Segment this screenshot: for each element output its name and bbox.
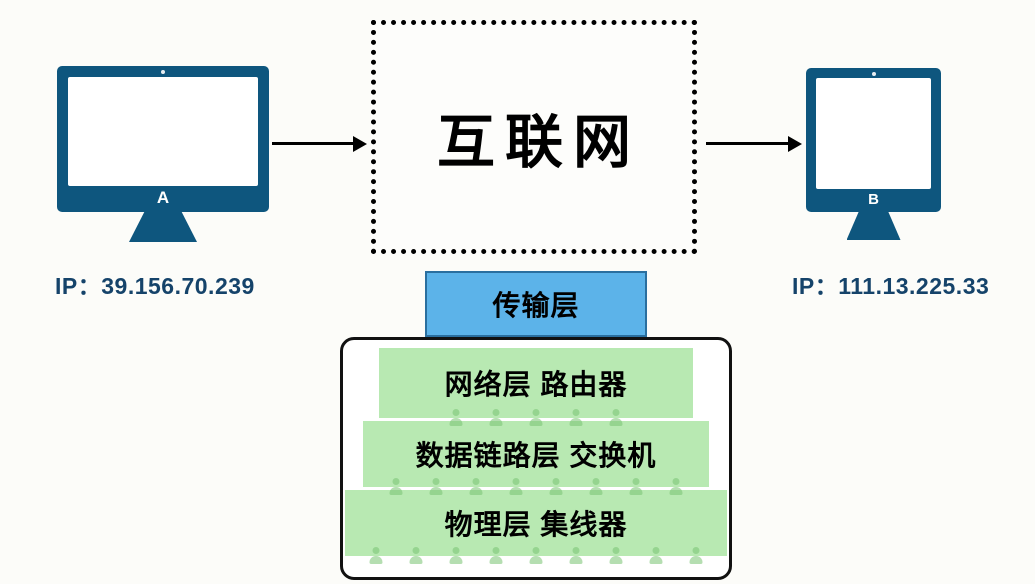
computer-a-label: A: [156, 188, 170, 207]
person-icon: [609, 547, 623, 564]
monitor-b-bezel: B: [806, 68, 941, 212]
monitor-b-screen: [816, 78, 931, 189]
computer-a: A: [57, 66, 269, 242]
people-row: [345, 547, 727, 564]
person-icon: [489, 547, 503, 564]
person-icon: [369, 547, 383, 564]
person-icon: [449, 547, 463, 564]
datalink-layer-box: 数据链路层 交换机: [363, 421, 709, 487]
network-layer-box: 网络层 路由器: [379, 348, 693, 418]
arrow-internet-to-b-icon: [706, 142, 789, 145]
person-icon: [649, 547, 663, 564]
person-icon: [689, 547, 703, 564]
network-layer-label: 网络层 路由器: [444, 369, 628, 400]
physical-layer-box: 物理层 集线器: [345, 490, 727, 556]
datalink-layer-label: 数据链路层 交换机: [415, 440, 657, 471]
camera-dot: [161, 70, 165, 74]
internet-box: 互联网: [371, 20, 697, 254]
transport-layer-label: 传输层: [492, 290, 580, 321]
computer-b-label: B: [868, 191, 879, 208]
camera-dot: [871, 72, 876, 76]
person-icon: [569, 547, 583, 564]
computer-b: B: [806, 68, 941, 240]
ip-address-b: IP：111.13.225.33: [792, 273, 990, 299]
ip-address-a: IP：39.156.70.239: [55, 273, 255, 299]
physical-layer-label: 物理层 集线器: [444, 509, 628, 540]
person-icon: [409, 547, 423, 564]
internet-label: 互联网: [436, 110, 641, 175]
person-icon: [529, 547, 543, 564]
lower-layers-container: 网络层 路由器 数据链路层 交换机 物理层 集线器: [340, 337, 732, 580]
monitor-b-stand: [846, 210, 901, 240]
transport-layer-box: 传输层: [425, 271, 647, 337]
monitor-a-bezel: A: [57, 66, 269, 212]
monitor-a-screen: [68, 77, 258, 186]
monitor-a-stand: [129, 210, 197, 242]
arrow-a-to-internet-icon: [272, 142, 354, 145]
